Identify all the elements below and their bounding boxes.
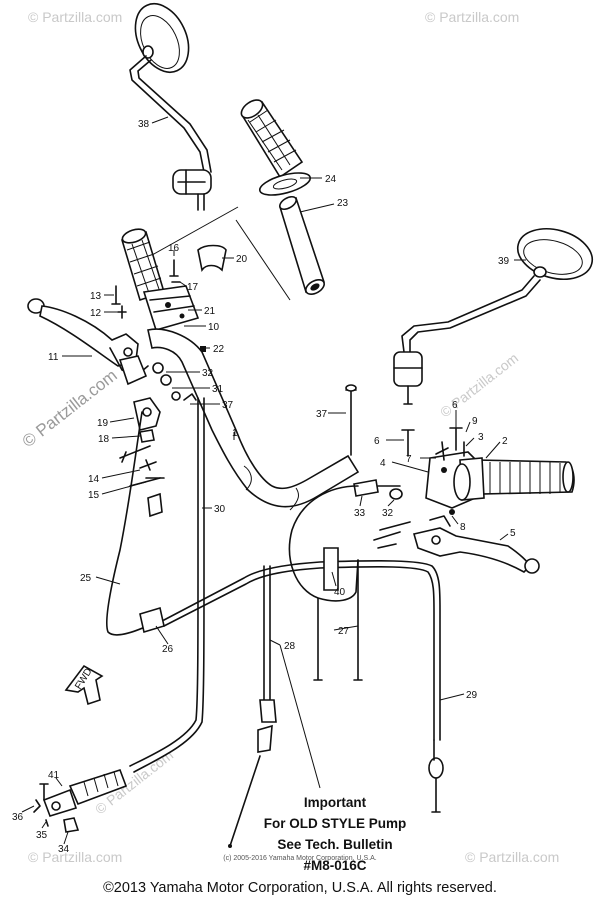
callout-15: 15 [88,490,100,501]
cable-27-throttle [288,485,363,681]
throttle-tube [279,195,325,296]
copyright-footer: ©2013 Yamaha Motor Corporation, U.S.A. A… [103,880,497,896]
cable-25-clutch [105,411,165,636]
watermark: © Partzilla.com [465,849,559,865]
bolt-37 [345,384,357,456]
watermark: © Partzilla.com [28,9,122,25]
callout-36: 36 [12,812,24,823]
callout-37: 37 [316,409,328,420]
note-line: Important [303,795,367,810]
callout-32: 32 [382,508,394,519]
callout-25: 25 [80,573,92,584]
callout-17: 17 [187,282,199,293]
callout-20: 20 [236,254,248,265]
callout-16: 16 [168,243,180,254]
callout-1: 1 [232,428,238,439]
leader-lines [21,116,526,845]
callout-12: 12 [90,308,102,319]
callout-32: 32 [202,368,214,379]
callout-19: 19 [97,418,109,429]
callout-18: 18 [98,434,110,445]
handlebar [147,328,360,511]
bar-clamp-parts [152,362,197,401]
cable-26-tachometer [163,560,444,813]
callout-34: 34 [58,844,70,855]
callout-8: 8 [460,522,466,533]
brake-hose-end [33,769,128,833]
watermark: © Partzilla.com [28,849,122,865]
callout-3: 3 [478,432,484,443]
cable-28-speedometer [228,565,277,848]
callout-27: 27 [338,626,350,637]
left-grip [121,228,165,302]
watermark: © Partzilla.com [437,350,521,421]
callout-4: 4 [380,458,386,469]
cable-30-brake-hose [129,397,205,773]
callout-24: 24 [325,174,337,185]
callout-5: 5 [510,528,516,539]
throttle-cable-ends [353,479,411,549]
parts-diagram: © Partzilla.com © Partzilla.com © Partzi… [12,3,594,865]
callout-14: 14 [88,474,100,485]
callout-9: 9 [472,416,478,427]
right-grip [475,459,575,495]
note-line: For OLD STYLE Pump [263,816,407,831]
diagram-copyright: (c) 2005-2016 Yamaha Motor Corporation, … [223,855,377,862]
callout-33: 33 [354,508,366,519]
callout-37: 37 [222,400,234,411]
callout-10: 10 [208,322,220,333]
callout-31: 31 [212,384,224,395]
callout-23: 23 [337,198,349,209]
handlebar-switch-left [111,244,227,352]
callout-38: 38 [138,119,150,130]
callout-26: 26 [162,644,174,655]
note-line: See Tech. Bulletin [277,837,393,852]
callout-30: 30 [214,504,226,515]
callout-7: 7 [406,454,412,465]
callout-29: 29 [466,690,478,701]
callout-6: 6 [452,400,458,411]
callout-40: 40 [334,587,346,598]
fwd-arrow: FWD [64,664,104,706]
callout-labels: 38 24 23 16 20 17 13 21 12 10 22 11 32 3… [12,119,516,855]
callout-41: 41 [48,770,60,781]
clutch-lever [27,298,149,386]
callout-35: 35 [36,830,48,841]
callout-13: 13 [90,291,102,302]
callout-11: 11 [48,352,59,363]
callout-39: 39 [498,256,510,267]
throttle-housing [401,427,485,515]
callout-22: 22 [213,344,225,355]
callout-21: 21 [204,306,216,317]
mirror-right [393,228,594,405]
throttle-grip [240,99,312,196]
callout-28: 28 [284,641,296,652]
tech-bulletin-note: Important For OLD STYLE Pump See Tech. B… [225,792,445,876]
brake-lever [412,515,540,574]
watermark: © Partzilla.com [425,9,519,25]
callout-6: 6 [374,436,380,447]
callout-2: 2 [502,436,508,447]
note-line: #M8-016C [303,858,367,873]
mirror-left [129,3,212,211]
